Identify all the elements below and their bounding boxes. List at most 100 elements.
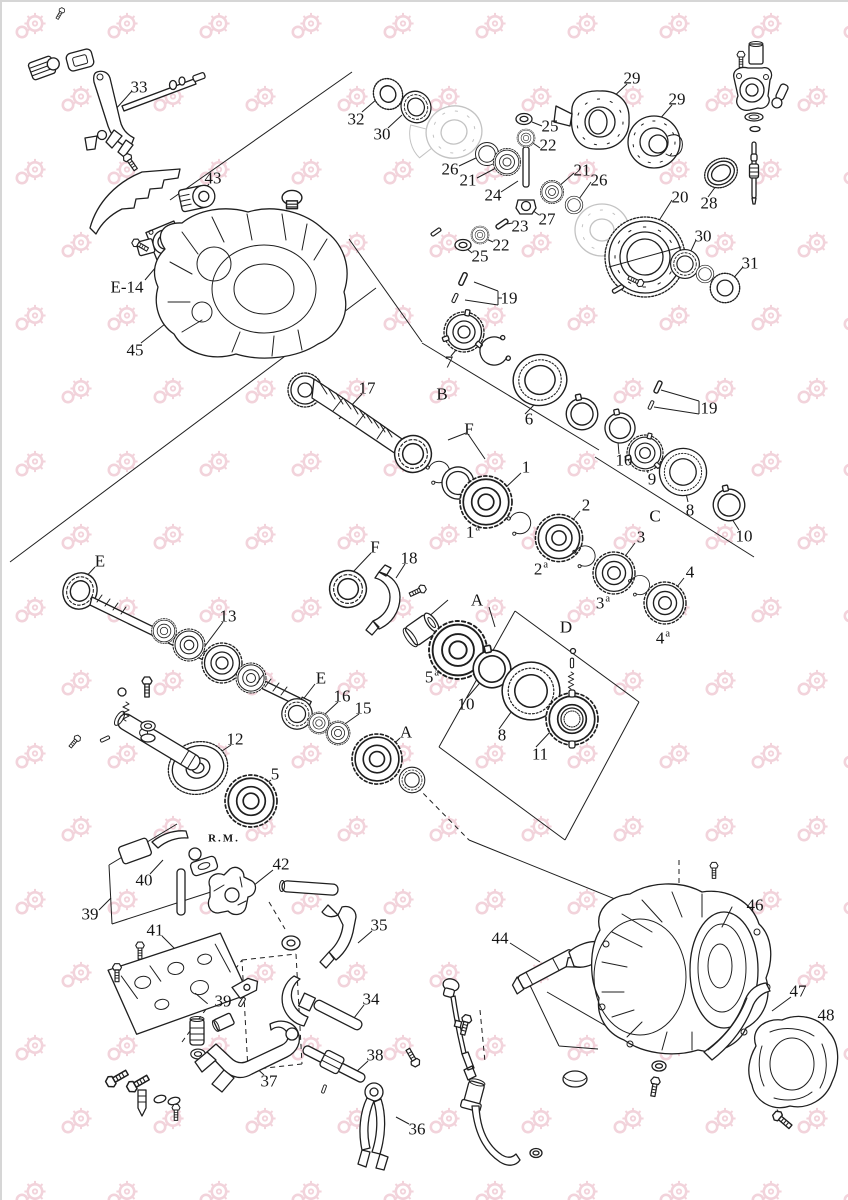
gear-4 bbox=[643, 581, 687, 625]
bellhousing-45 bbox=[153, 208, 348, 359]
part-label-4a: 4a bbox=[655, 628, 671, 648]
washer-icon bbox=[695, 264, 715, 284]
part-label-22: 22 bbox=[492, 235, 510, 255]
part-label-30: 30 bbox=[694, 226, 712, 246]
part-label-23: 23 bbox=[511, 216, 529, 236]
part-label-5: 5 bbox=[270, 764, 280, 784]
part-label-41: 41 bbox=[146, 920, 164, 940]
part-label-A: A bbox=[399, 722, 413, 742]
detent-pin-icon bbox=[569, 657, 575, 669]
selector-42 bbox=[207, 866, 257, 916]
gear-15 bbox=[325, 720, 351, 746]
part-label-C: C bbox=[649, 506, 661, 526]
screw-icon bbox=[171, 1103, 181, 1121]
clutch-housing-group bbox=[89, 151, 348, 359]
part-label-21: 21 bbox=[573, 160, 591, 180]
part-label-10: 10 bbox=[457, 694, 475, 714]
ghost-diff-case bbox=[409, 105, 483, 159]
snap-ring-icon bbox=[505, 508, 535, 538]
bolt-icon bbox=[141, 676, 153, 698]
fork-36 bbox=[357, 1082, 389, 1171]
bolt-icon bbox=[135, 941, 145, 960]
pinion-gear-22b bbox=[470, 225, 490, 245]
part-label-11: 11 bbox=[531, 744, 549, 764]
part-label-26: 26 bbox=[590, 170, 608, 190]
pin-icon bbox=[429, 226, 443, 238]
part-label-40: 40 bbox=[135, 870, 153, 890]
cluster-gear-icon bbox=[172, 628, 206, 662]
part-label-16: 16 bbox=[333, 686, 351, 706]
part-label-3a: 3a bbox=[595, 593, 611, 613]
end-cover-48 bbox=[748, 1015, 839, 1109]
synchro-hub-7 bbox=[440, 306, 488, 355]
bearing-a2 bbox=[398, 766, 426, 794]
bearing-e2 bbox=[281, 698, 313, 730]
bolt-icon bbox=[770, 1108, 795, 1132]
part-label-35: 35 bbox=[370, 915, 388, 935]
synchro-gear-6 bbox=[506, 347, 574, 413]
part-label-27: 27 bbox=[538, 209, 556, 229]
part-label-45: 45 bbox=[126, 340, 144, 360]
part-label-B: B bbox=[436, 384, 448, 404]
bolt-icon bbox=[709, 861, 719, 879]
rod-38 bbox=[302, 1045, 366, 1094]
washer-26b bbox=[564, 195, 584, 215]
part-label-8: 8 bbox=[685, 500, 695, 520]
synchro-group-d bbox=[402, 612, 599, 749]
part-label-R.M.: R.M. bbox=[208, 832, 240, 845]
speedo-pinion bbox=[748, 141, 760, 205]
bearing-30b bbox=[670, 249, 700, 279]
bolt-icon bbox=[67, 733, 83, 750]
release-bearing-43 bbox=[177, 184, 216, 213]
ring-gear-20 bbox=[604, 216, 686, 298]
part-label-6: 6 bbox=[524, 409, 534, 429]
part-label-15: 15 bbox=[354, 698, 372, 718]
roll-pin-19 bbox=[647, 399, 655, 411]
part-label-10: 10 bbox=[735, 526, 753, 546]
part-label-1: 1 bbox=[521, 457, 531, 477]
spring-icon bbox=[567, 671, 575, 690]
part-label-7: 7 bbox=[444, 352, 454, 372]
washer-icon bbox=[140, 720, 156, 732]
gear-case-46 bbox=[591, 883, 772, 1055]
bolt-icon bbox=[647, 1076, 662, 1098]
block-27 bbox=[515, 199, 537, 215]
gasket-47 bbox=[703, 982, 771, 1061]
part-label-D: D bbox=[559, 617, 573, 637]
part-label-F: F bbox=[464, 419, 474, 439]
cluster-gear-icon bbox=[151, 618, 177, 644]
part-label-33: 33 bbox=[130, 77, 148, 97]
detent-plunger bbox=[137, 1089, 147, 1117]
bolt-icon bbox=[403, 1046, 423, 1069]
differential-group bbox=[367, 72, 741, 304]
part-label-34: 34 bbox=[362, 989, 380, 1009]
part-label-42: 42 bbox=[272, 854, 290, 874]
dipstick-group bbox=[442, 978, 543, 1166]
gear-3 bbox=[592, 551, 636, 595]
collar-a bbox=[402, 612, 440, 648]
part-label-4: 4 bbox=[685, 562, 695, 582]
fork-34 bbox=[281, 975, 363, 1031]
part-label-29: 29 bbox=[623, 68, 641, 88]
transaxle-case-group bbox=[511, 861, 839, 1132]
fork-35 bbox=[319, 904, 357, 969]
part-label-37: 37 bbox=[260, 1071, 278, 1091]
filler-plug-icon bbox=[281, 189, 303, 210]
part-label-21: 21 bbox=[459, 170, 477, 190]
roll-pin-19 bbox=[652, 379, 664, 395]
part-label-18: 18 bbox=[400, 548, 418, 568]
lever-39 bbox=[231, 977, 259, 999]
part-label-46: 46 bbox=[746, 895, 764, 915]
bolt-icon bbox=[54, 6, 67, 21]
part-label-20: 20 bbox=[671, 187, 689, 207]
shift-mechanism-group bbox=[103, 830, 423, 1171]
countershaft-group bbox=[56, 564, 428, 828]
bolt-icon bbox=[103, 1066, 131, 1090]
part-label-17: 17 bbox=[358, 378, 376, 398]
fork-37 bbox=[194, 1020, 301, 1093]
part-label-5a: 5a bbox=[424, 667, 440, 687]
reverse-idler-shaft bbox=[113, 710, 201, 771]
lever-arm bbox=[151, 830, 189, 849]
part-label-10: 10 bbox=[615, 450, 633, 470]
